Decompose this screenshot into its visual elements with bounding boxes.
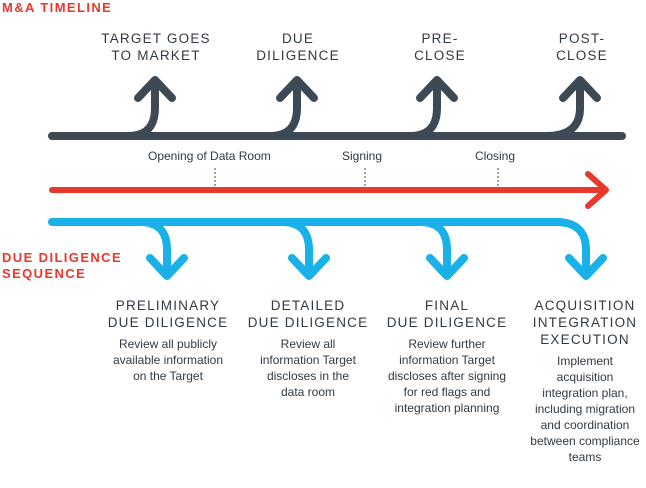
stage-label-pre-close: PRE-CLOSE <box>414 31 466 63</box>
stage-label-post-close: POST-CLOSE <box>556 31 608 63</box>
milestone-signing: Signing <box>342 149 383 163</box>
due-diligence-sequence-title: DUE DILIGENCE SEQUENCE <box>2 250 123 281</box>
milestone-markers <box>214 168 499 188</box>
ma-timeline-title: M&A TIMELINE <box>2 0 113 15</box>
ma-timeline-line <box>48 76 626 140</box>
milestone-closing: Closing <box>475 149 516 163</box>
milestone-opening-of-data-room: Opening of Data Room <box>148 149 271 163</box>
red-timeline-arrow <box>49 171 609 209</box>
due-diligence-line <box>48 218 607 280</box>
